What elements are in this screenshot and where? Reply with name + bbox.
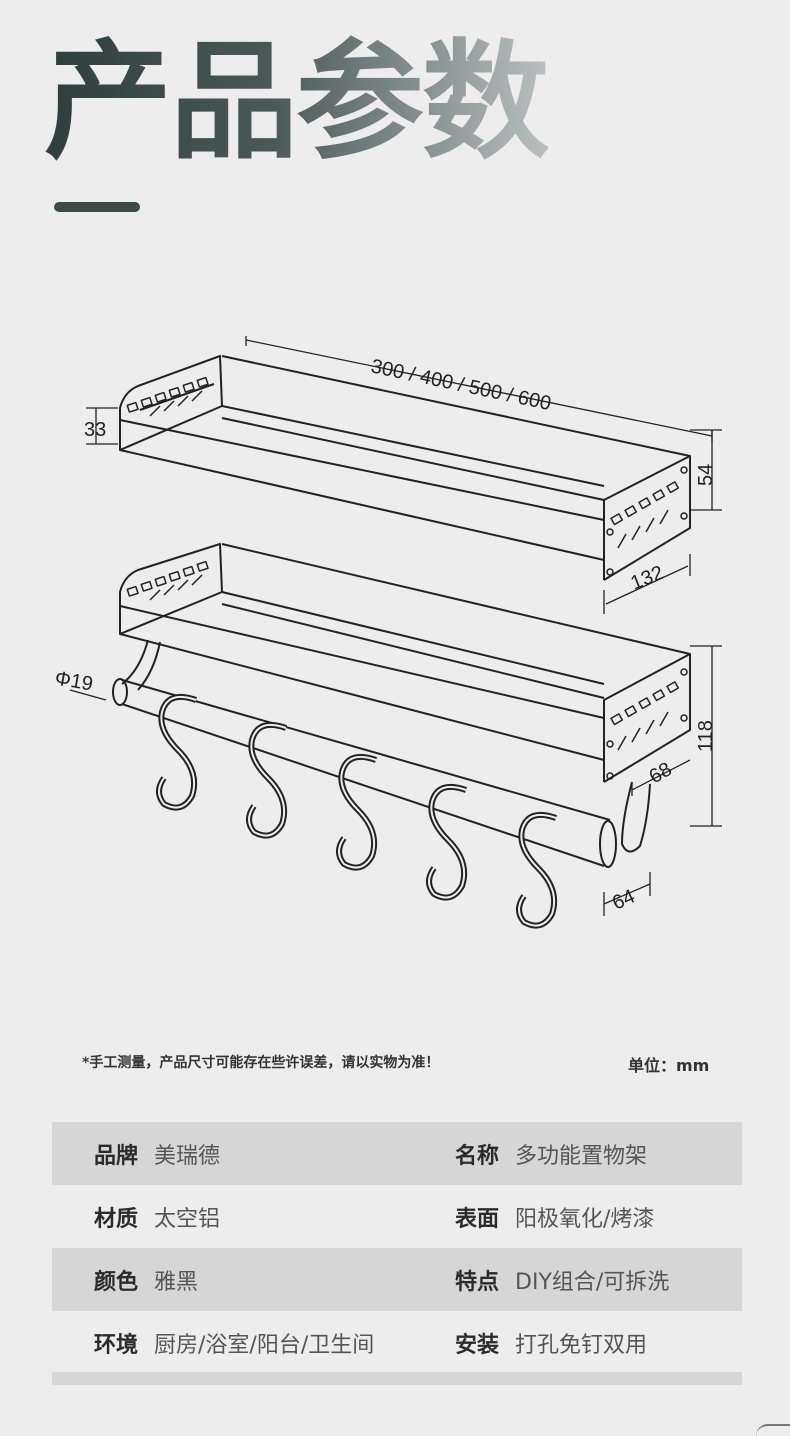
title-underline [54,202,140,212]
dim-total-height-label: 118 [695,720,717,752]
spec-value-environment: 厨房/浴室/阳台/卫生间 [154,1332,375,1358]
dim-rail-diameter-label: Φ19 [53,667,94,695]
product-dimension-drawing: 300 / 400 / 500 / 600 33 54 132 Φ19 118 … [53,336,722,929]
spec-label-surface: 表面 [455,1206,500,1232]
spec-table: 品牌美瑞德 名称多功能置物架 材质太空铝 表面阳极氧化/烤漆 颜色雅黑 特点 DI… [52,1122,742,1374]
dim-side-height-label: 33 [84,419,106,441]
measurement-note: *手工测量，产品尺寸可能存在些许误差，请以实物为准！ [82,1055,440,1071]
corner-decoration [756,1424,790,1436]
dim-depth-label: 132 [628,562,667,595]
spec-label-brand: 品牌 [94,1143,139,1169]
spec-row: 品牌美瑞德 名称多功能置物架 [52,1122,742,1185]
spec-row: 颜色雅黑 特点 DIY组合/可拆洗 [52,1248,742,1311]
unit-label: 单位：mm [628,1056,710,1075]
spec-value-brand: 美瑞德 [154,1143,221,1169]
spec-value-feature: DIY组合/可拆洗 [515,1269,670,1295]
lower-shelf-drawing [112,543,691,929]
spec-label-color: 颜色 [94,1269,139,1295]
upper-shelf-drawing [119,355,691,581]
spec-value-material: 太空铝 [154,1206,221,1232]
dim-hook-drop-label: 68 [646,758,676,788]
spec-label-feature: 特点 [455,1269,500,1295]
dim-end-height-label: 54 [695,464,717,486]
table-bottom-bar [52,1372,742,1385]
spec-row: 材质太空铝 表面阳极氧化/烤漆 [52,1185,742,1248]
spec-label-environment: 环境 [94,1332,139,1358]
spec-row: 环境厨房/浴室/阳台/卫生间 安装打孔免钉双用 [52,1311,742,1374]
dim-rail-offset-label: 64 [609,885,638,914]
spec-label-material: 材质 [94,1206,139,1232]
spec-value-name: 多功能置物架 [515,1143,648,1169]
spec-value-installation: 打孔免钉双用 [515,1332,648,1358]
dimension-lines [69,336,722,916]
spec-label-installation: 安装 [455,1332,500,1358]
spec-value-surface: 阳极氧化/烤漆 [515,1206,655,1232]
page-title: 产品参数 [44,28,550,177]
spec-value-color: 雅黑 [154,1269,199,1295]
spec-label-name: 名称 [455,1143,500,1169]
